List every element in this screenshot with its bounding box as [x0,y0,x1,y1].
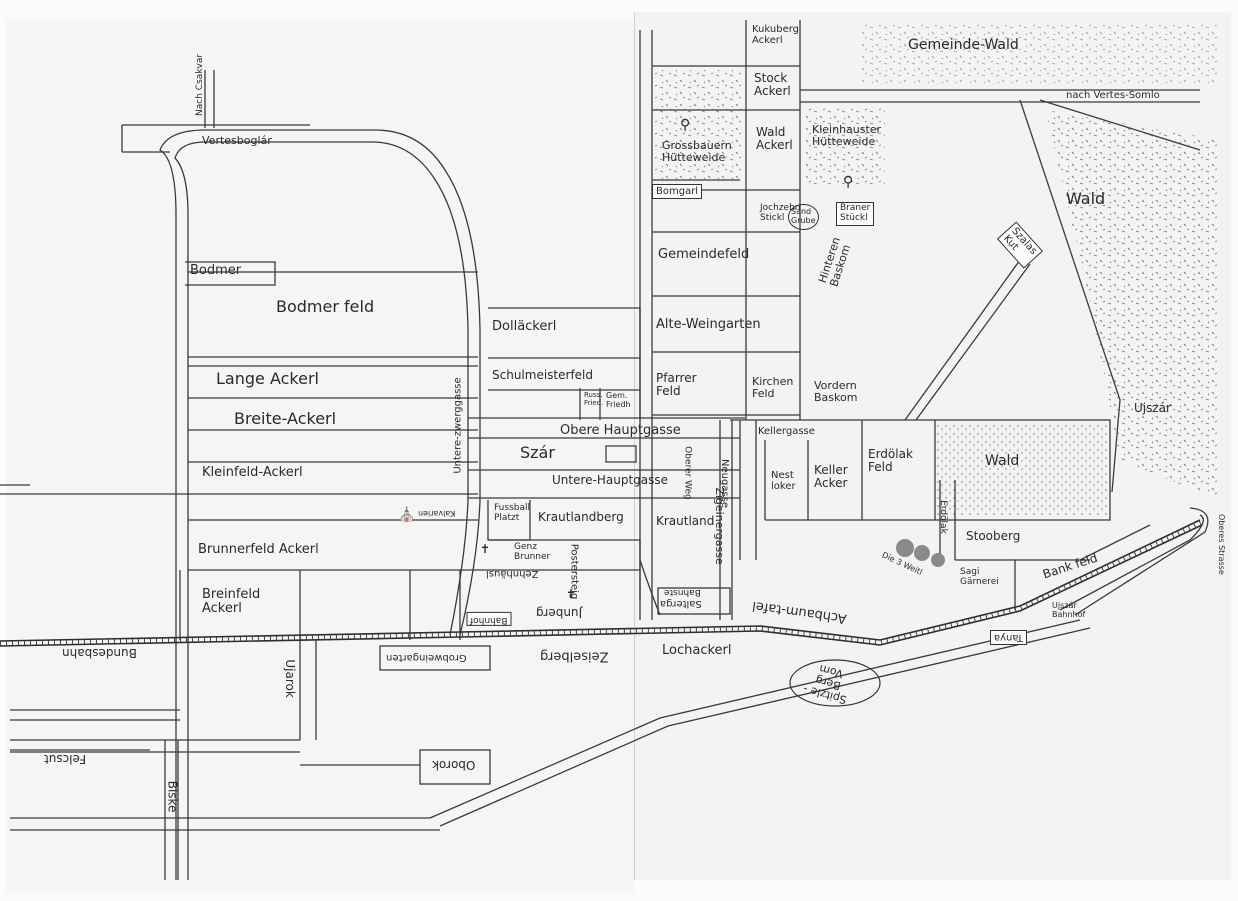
label-ujarok: Ujarok [282,659,297,698]
label-untere-hauptgasse: Untere-Hauptgasse [552,473,669,487]
label-russ-fried: Russ.Fried. [584,391,604,407]
label-salterga: Salterga [660,598,702,609]
label-krautland: Krautland [656,514,715,528]
label-alte-weingarten: Alte-Weingarten [656,317,761,332]
label-krautlandberg: Krautlandberg [538,510,624,524]
label-junberg: Junberg [536,606,583,621]
label-gemeinde-wald: Gemeinde-Wald [908,37,1019,53]
label-vertesboglar: Vertesboglár [202,134,272,147]
cross-icon: ✝ [480,542,491,556]
well-icon: ⚲ [843,174,854,190]
label-wald-east: Wald [1066,189,1106,208]
label-bodmerfeld: Bodmer feld [276,297,375,316]
label-erdolak-vertical: Erdölak [937,500,948,534]
label-zehnhausl: Zehnhäusl [486,568,539,579]
label-zigeinergasse: Zigeinergasse [712,487,726,565]
church-icon: ⛪ [398,507,416,523]
label-kellergasse: Kellergasse [758,426,815,437]
label-schulmeisterfeld: Schulmeisterfeld [492,368,593,382]
label-ujszar: Ujszár [1134,401,1171,415]
label-oberestrasse: Oberes Strasse [1216,514,1226,575]
label-bahnhof: Bahnhof [466,612,512,626]
label-oborok: Oborok [432,758,476,773]
label-gem-friedh: Gem.Friedh [606,391,631,409]
label-gemeindefeld: Gemeindefeld [658,247,750,262]
cross-icon: ✝ [566,587,577,601]
label-nach-csakvar: Nach Csakvar [195,53,206,116]
label-szar: Szár [520,443,555,462]
label-kleinfeld-ackerl: Kleinfeld-Ackerl [202,465,303,480]
label-breite-ackerl: Breite-Ackerl [234,409,337,428]
label-wald-center: Wald [985,453,1020,469]
well-icon: ⚲ [680,117,691,133]
label-dollackerl: Dolläckerl [492,319,557,334]
label-felcsut: Felcsut [44,752,87,767]
left-map-sheet [6,20,634,892]
label-tanya: Tanya [990,630,1027,645]
label-kalvarien: Kalvarien [418,508,456,518]
label-lange-ackerl: Lange Ackerl [216,369,319,388]
label-brunnerfeld: Brunnerfeld Ackerl [198,542,319,557]
label-postersteig: Postersteig [568,543,580,600]
label-grobweingarten: Grobweingarten [386,652,467,663]
label-bodmer: Bodmer [190,263,242,278]
label-nach-vertes-somlo: nach Vertes-Somlo [1066,90,1160,101]
label-biske: Biske [165,780,180,813]
label-bundesbahn: Bundesbahn [62,646,137,661]
label-stooberg: Stooberg [966,529,1021,543]
label-untere-zwerggasse: Untere-zwerggasse [452,377,464,474]
label-obere-weg: Oberer Weg [682,446,693,500]
label-bomgarl: Bomgarl [652,184,703,199]
label-bahnste: Bahnste [664,586,701,597]
label-obere-hauptgasse: Obere Hauptgasse [560,423,681,438]
label-zeiselberg: Zeiselberg [540,648,609,664]
label-lochackerl: Lochackerl [662,643,732,658]
